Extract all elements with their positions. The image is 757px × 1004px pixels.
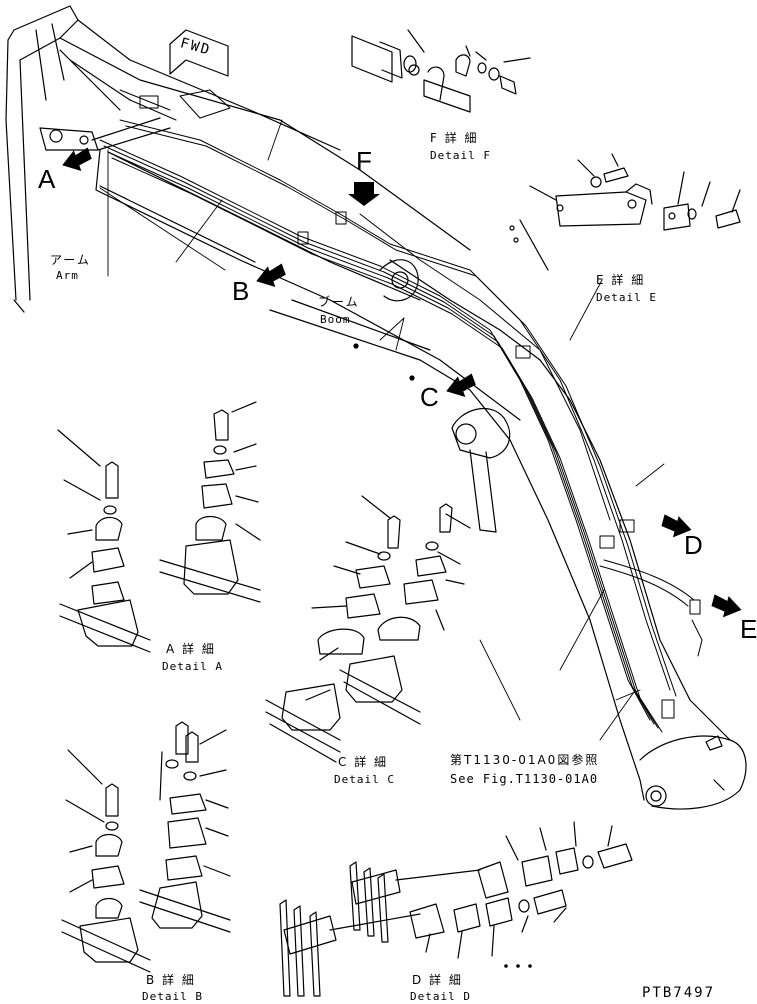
see-fig-en: See Fig.T1130-01A0 — [450, 772, 599, 786]
marker-d: D — [684, 530, 703, 560]
marker-a: A — [38, 164, 56, 194]
arm-label-jp: アーム — [50, 253, 91, 267]
detail-e-parts — [509, 153, 741, 271]
detail-d-jp: D 詳 細 — [412, 973, 463, 987]
arm-structure — [5, 5, 521, 421]
pipe-bundle — [99, 89, 703, 733]
detail-f-en: Detail F — [430, 149, 491, 162]
see-fig-jp: 第T1130-01A0図参照 — [450, 753, 600, 767]
detail-f-jp: F 詳 細 — [430, 131, 479, 145]
detail-a-parts — [57, 401, 261, 653]
detail-f-parts — [351, 29, 531, 113]
detail-d-parts — [279, 821, 633, 997]
fwd-sign — [169, 29, 229, 77]
detail-c-parts — [265, 495, 471, 763]
detail-e-jp: E 詳 細 — [596, 273, 646, 287]
detail-b-en: Detail B — [142, 990, 203, 1003]
detail-e-en: Detail E — [596, 291, 657, 304]
detail-c-jp: C 詳 細 — [338, 755, 389, 769]
detail-a-en: Detail A — [162, 660, 223, 673]
detail-b-jp: B 詳 細 — [146, 973, 196, 987]
marker-e: E — [740, 614, 757, 644]
leader-lines — [99, 119, 665, 741]
detail-d-en: Detail D — [410, 990, 471, 1003]
marker-f: F — [356, 146, 372, 176]
boom-label-en: Boom — [320, 313, 351, 326]
marker-b: B — [232, 276, 250, 306]
detail-a-jp: A 詳 細 — [166, 642, 216, 656]
page-code: PTB7497 — [642, 985, 716, 1001]
detail-c-en: Detail C — [334, 773, 395, 786]
marker-c: C — [420, 382, 439, 412]
detail-b-parts — [61, 721, 231, 973]
boom-label-jp: ブーム — [318, 295, 360, 309]
callout-arrows — [62, 147, 742, 618]
arm-label-en: Arm — [56, 269, 79, 282]
